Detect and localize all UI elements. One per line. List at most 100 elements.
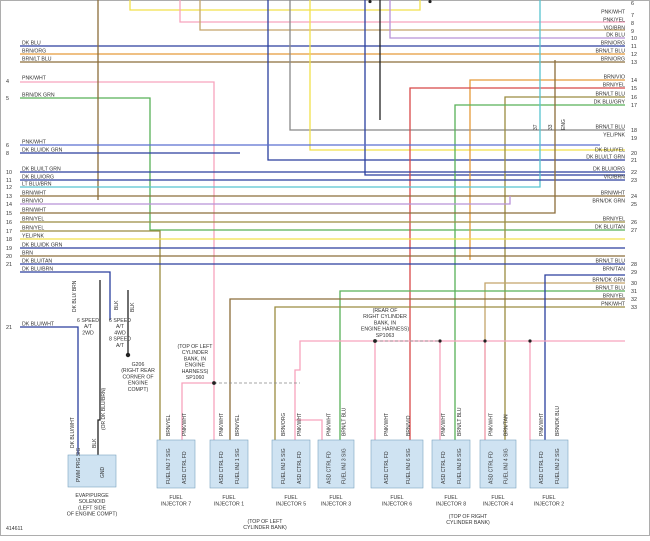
right-wire-label: DK BLU/LT GRN [586, 155, 625, 161]
left-wire-label: LT BLU/BRN [22, 182, 52, 188]
wire-ltblue-28 [544, 274, 625, 440]
injector-name: INJECTOR 5 [276, 502, 306, 508]
injector-wire-label: BRN/LT BLU [341, 407, 347, 436]
solenoid-top-blk: BLK [114, 300, 120, 310]
solenoid-wire-alt: (OR DK BLU/BRN) [101, 387, 107, 430]
injector-wire-label: BRN/TAN [503, 414, 509, 436]
wire-pink-top [179, 0, 625, 23]
note-config-4wd-line: A/T [116, 343, 125, 349]
solenoid-caption-line: (LEFT SIDE [78, 505, 106, 511]
right-wire-label: DK BLU/GRY [594, 100, 626, 106]
right-pin-number: 32 [631, 297, 637, 303]
right-pin-number: 25 [631, 202, 637, 208]
injector-wire-label: BRN/YEL [166, 414, 172, 436]
injector-pin-label: ASD CTRL FD [488, 451, 494, 484]
wire-brnyel-17 [20, 230, 161, 440]
injector-name: INJECTOR 4 [483, 502, 513, 508]
wire-violet-top [389, 0, 625, 39]
wire-ltblubrn-12 [20, 0, 541, 188]
left-wire-label: DK BLU/DK GRN [22, 243, 63, 249]
note-left-bank-line: (TOP OF LEFT [248, 519, 284, 525]
splice-sp1060 [212, 381, 216, 385]
splice-sp1063 [373, 339, 377, 343]
left-wire-label: PNK/WHT [22, 140, 47, 146]
injector-wire-label: PNK/WHT [441, 413, 447, 436]
injector-name: FUEL [542, 495, 555, 501]
right-pin-number: 10 [631, 36, 637, 42]
injector-name: FUEL [169, 495, 182, 501]
left-pin-number: 8 [6, 151, 9, 157]
right-pin-number: 12 [631, 52, 637, 58]
splice-dashes [214, 340, 440, 384]
wire-brnltblu-31 [229, 298, 625, 440]
fuel-injector-box [317, 439, 355, 489]
note-right-harness-line: (REAR OF [373, 308, 398, 314]
injector-pin-label: FUEL INJ 6 SIG [406, 448, 412, 484]
right-pin-number: 26 [631, 220, 637, 226]
right-pin-number: 30 [631, 281, 637, 287]
solenoid-wire-blk: BLK [92, 438, 98, 448]
left-pin-number: 15 [6, 211, 12, 217]
wire-pnkwht-33 [374, 340, 625, 440]
left-wire-label: BRN/YEL [22, 226, 44, 232]
wire-pnkwht-inj3 [295, 419, 323, 440]
right-pin-number: 9 [631, 29, 634, 35]
right-pin-number: 23 [631, 178, 637, 184]
wire-network [20, 0, 625, 455]
injector-wire-label: PNK/WHT [384, 413, 390, 436]
left-wire-label: DK BLU/TAN [22, 259, 52, 265]
wire-vert-b [267, 0, 625, 161]
note-config-2wd-line: A/T [84, 324, 93, 330]
left-wire-label: BRN [22, 251, 33, 257]
note-ground-g206-line: (RIGHT REAR [121, 368, 155, 374]
injector-name: INJECTOR 1 [214, 502, 244, 508]
right-wire-label: DK BLU/ORG [593, 167, 625, 173]
note-right-harness-line: SP1063 [376, 333, 395, 339]
left-pin-number: 5 [6, 96, 9, 102]
right-pin-number: 13 [631, 60, 637, 66]
right-pin-number: 22 [631, 170, 637, 176]
left-wire-label: BRN/DK GRN [22, 93, 55, 99]
injector-pin-label: FUEL INJ 3 SIG [341, 448, 347, 484]
right-wire-label: BRN/ORG [601, 57, 625, 63]
left-wire-label: YEL/PNK [22, 234, 44, 240]
right-pin-number: 16 [631, 95, 637, 101]
right-pin-number: 31 [631, 289, 637, 295]
wire-pnkwht-splice1 [181, 382, 215, 440]
right-pin-number: 27 [631, 228, 637, 234]
left-pin-number: 20 [6, 254, 12, 260]
injector-pin-label: FUEL INJ 8 SIG [457, 448, 463, 484]
figure-id: 414611 [6, 526, 23, 532]
right-pin-number: 28 [631, 262, 637, 268]
injector-name: INJECTOR 6 [382, 502, 412, 508]
note-right-bank-line: CYLINDER BANK) [446, 520, 490, 526]
right-wire-label: PNK/WHT [601, 10, 626, 16]
left-pin-number: 21 [6, 262, 12, 268]
right-wire-label: BRN/YEL [603, 294, 625, 300]
splice-mark-b: 33 [548, 124, 554, 130]
solenoid-box [67, 454, 117, 488]
left-pin-number: 21 [6, 325, 12, 331]
wire-vert-e [364, 0, 625, 176]
right-pin-number: 6 [631, 1, 634, 7]
left-pin-number: 12 [6, 185, 12, 191]
injector-name: INJECTOR 8 [436, 502, 466, 508]
right-wire-label: BRN/ORG [601, 41, 625, 47]
solenoid-top-dkblubrn: DK BLU/ BRN [72, 280, 78, 312]
right-wire-label: VIO/BRN [604, 175, 626, 181]
injector-pin-label: FUEL INJ 2 SIG [555, 448, 561, 484]
solenoid-top-blk2: BLK [130, 302, 136, 312]
right-wire-label: BRN/WHT [601, 191, 626, 197]
splice-dots [125, 0, 532, 385]
fuel-injector-box [431, 439, 471, 489]
injector-wire-label: BRN/LT BLU [457, 407, 463, 436]
